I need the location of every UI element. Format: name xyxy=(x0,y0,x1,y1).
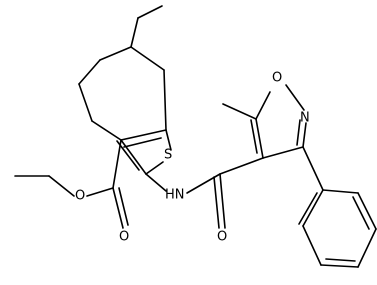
atom-labels: O N S HN O O O xyxy=(75,71,310,245)
atom-label-sulfur-thiophene: S xyxy=(164,148,172,163)
atom-label-ester-carbonyl-oxygen: O xyxy=(119,230,129,245)
atom-label-nitrogen-isoxazole: N xyxy=(300,111,310,126)
bond-lines xyxy=(14,5,377,268)
atom-label-oxygen-isoxazole: O xyxy=(272,71,282,86)
atom-label-ester-oxygen: O xyxy=(75,189,85,204)
atom-label-amide-carbonyl-oxygen: O xyxy=(217,230,227,245)
atom-label-amide-nh: HN xyxy=(165,188,185,203)
